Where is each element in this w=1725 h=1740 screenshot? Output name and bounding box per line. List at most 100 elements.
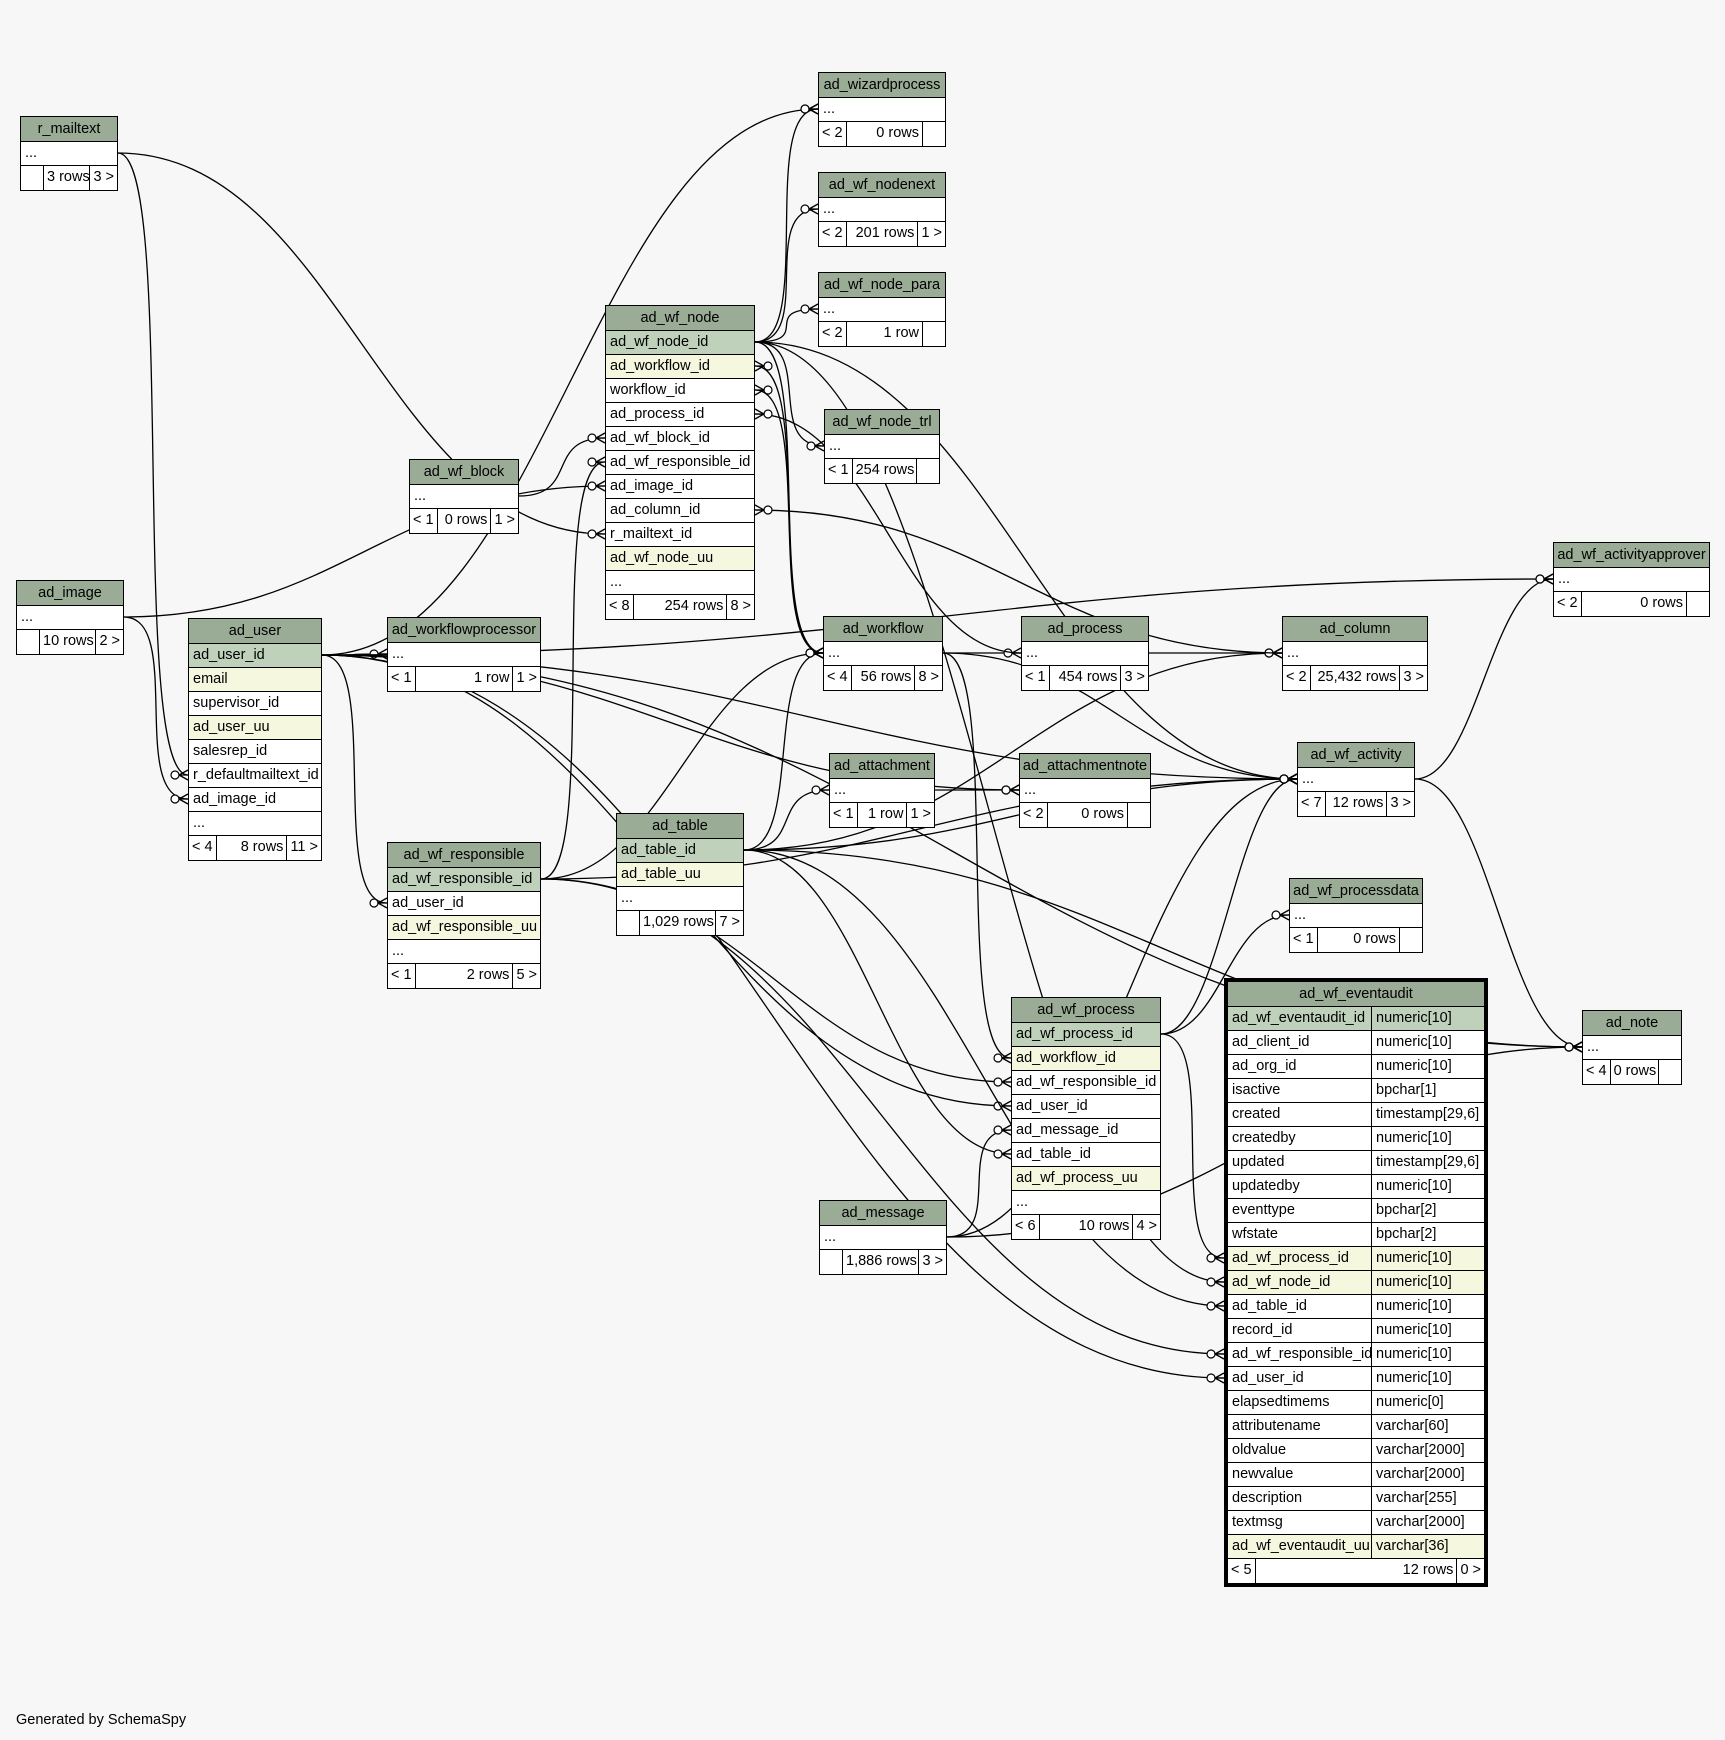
table-column-row[interactable]: ad_message_id bbox=[1012, 1119, 1160, 1143]
child-count[interactable]: 4 > bbox=[1132, 1215, 1160, 1239]
parent-count[interactable]: < 2 bbox=[819, 222, 847, 246]
table-column-row[interactable]: ad_wf_responsible_id bbox=[1012, 1071, 1160, 1095]
child-count[interactable] bbox=[1686, 592, 1709, 616]
parent-count[interactable]: < 4 bbox=[824, 666, 852, 690]
child-count[interactable]: 3 > bbox=[1399, 666, 1427, 690]
table-column-row[interactable]: ... bbox=[824, 642, 942, 666]
table-column-row[interactable]: workflow_id bbox=[606, 379, 754, 403]
table-column-row[interactable]: r_mailtext_id bbox=[606, 523, 754, 547]
parent-count[interactable]: < 1 bbox=[388, 964, 416, 988]
row-count[interactable]: 25,432 rows bbox=[1317, 669, 1397, 685]
child-count[interactable]: 5 > bbox=[512, 964, 540, 988]
table-title[interactable]: ad_wf_activityapprover bbox=[1554, 543, 1709, 568]
parent-count[interactable] bbox=[617, 911, 640, 935]
row-count[interactable]: 454 rows bbox=[1058, 669, 1118, 685]
row-count[interactable]: 0 rows bbox=[1353, 931, 1396, 947]
parent-count[interactable]: < 1 bbox=[1290, 928, 1318, 952]
child-count[interactable]: 1 > bbox=[906, 803, 934, 827]
table-title[interactable]: ad_wf_node bbox=[606, 306, 754, 331]
table-column-row[interactable]: ... bbox=[819, 98, 945, 122]
table-column-row[interactable]: ... bbox=[1012, 1191, 1160, 1215]
table-title[interactable]: ad_attachment bbox=[830, 754, 934, 779]
row-count[interactable]: 12 rows bbox=[1402, 1562, 1454, 1578]
table-column-row[interactable]: ad_workflow_id bbox=[606, 355, 754, 379]
child-count[interactable] bbox=[1658, 1060, 1681, 1084]
table-column-row[interactable]: ad_workflow_id bbox=[1012, 1047, 1160, 1071]
child-count[interactable]: 8 > bbox=[914, 666, 942, 690]
row-count[interactable]: 12 rows bbox=[1332, 795, 1384, 811]
row-count[interactable]: 1 row bbox=[883, 325, 919, 341]
table-column-row[interactable]: ad_image_id bbox=[189, 788, 321, 812]
table-column-row[interactable]: ... bbox=[830, 779, 934, 803]
parent-count[interactable]: < 2 bbox=[1020, 803, 1048, 827]
table-title[interactable]: ad_process bbox=[1022, 617, 1148, 642]
parent-count[interactable]: < 1 bbox=[1022, 666, 1050, 690]
child-count[interactable]: 1 > bbox=[512, 667, 540, 691]
table-title[interactable]: ad_message bbox=[820, 1201, 946, 1226]
table-title[interactable]: ad_wf_process bbox=[1012, 998, 1160, 1023]
table-column-row[interactable]: ad_wf_block_id bbox=[606, 427, 754, 451]
table-column-row[interactable]: ad_user_id bbox=[1012, 1095, 1160, 1119]
table-column-row[interactable]: ... bbox=[1583, 1036, 1681, 1060]
parent-count[interactable]: < 5 bbox=[1228, 1559, 1256, 1583]
table-column-row[interactable]: ... bbox=[21, 142, 117, 166]
table-title[interactable]: ad_wf_node_trl bbox=[825, 410, 939, 435]
table-column-row[interactable]: ad_image_id bbox=[606, 475, 754, 499]
child-count[interactable] bbox=[1127, 803, 1150, 827]
table-title[interactable]: ad_wf_responsible bbox=[388, 843, 540, 868]
table-title[interactable]: ad_wizardprocess bbox=[819, 73, 945, 98]
table-column-row[interactable]: ... bbox=[819, 198, 945, 222]
table-column-row[interactable]: ... bbox=[1283, 642, 1427, 666]
row-count[interactable]: 0 rows bbox=[1640, 595, 1683, 611]
table-title[interactable]: ad_wf_eventaudit bbox=[1228, 982, 1484, 1007]
parent-count[interactable]: < 1 bbox=[410, 509, 438, 533]
table-title[interactable]: ad_attachmentnote bbox=[1020, 754, 1150, 779]
row-count[interactable]: 10 rows bbox=[1078, 1218, 1130, 1234]
table-column-row[interactable]: ... bbox=[1298, 768, 1414, 792]
table-column-row[interactable]: ... bbox=[617, 887, 743, 911]
parent-count[interactable]: < 1 bbox=[825, 459, 853, 483]
table-column-row[interactable]: ... bbox=[388, 940, 540, 964]
table-title[interactable]: r_mailtext bbox=[21, 117, 117, 142]
row-count[interactable]: 254 rows bbox=[855, 462, 915, 478]
parent-count[interactable]: < 6 bbox=[1012, 1215, 1040, 1239]
child-count[interactable]: 3 > bbox=[1386, 792, 1414, 816]
parent-count[interactable]: < 2 bbox=[1283, 666, 1311, 690]
row-count[interactable]: 2 rows bbox=[466, 967, 510, 983]
table-column-row[interactable]: supervisor_id bbox=[189, 692, 321, 716]
child-count[interactable]: 7 > bbox=[715, 911, 743, 935]
child-count[interactable] bbox=[916, 459, 939, 483]
table-column-row[interactable]: ad_wf_process_uu bbox=[1012, 1167, 1160, 1191]
table-column-row[interactable]: ... bbox=[820, 1226, 946, 1250]
table-column-row[interactable]: ad_column_id bbox=[606, 499, 754, 523]
table-column-row[interactable]: ... bbox=[1020, 779, 1150, 803]
table-column-row[interactable]: ad_table_id bbox=[617, 839, 743, 863]
parent-count[interactable]: < 2 bbox=[819, 322, 847, 346]
table-title[interactable]: ad_wf_processdata bbox=[1290, 879, 1422, 904]
table-title[interactable]: ad_user bbox=[189, 619, 321, 644]
